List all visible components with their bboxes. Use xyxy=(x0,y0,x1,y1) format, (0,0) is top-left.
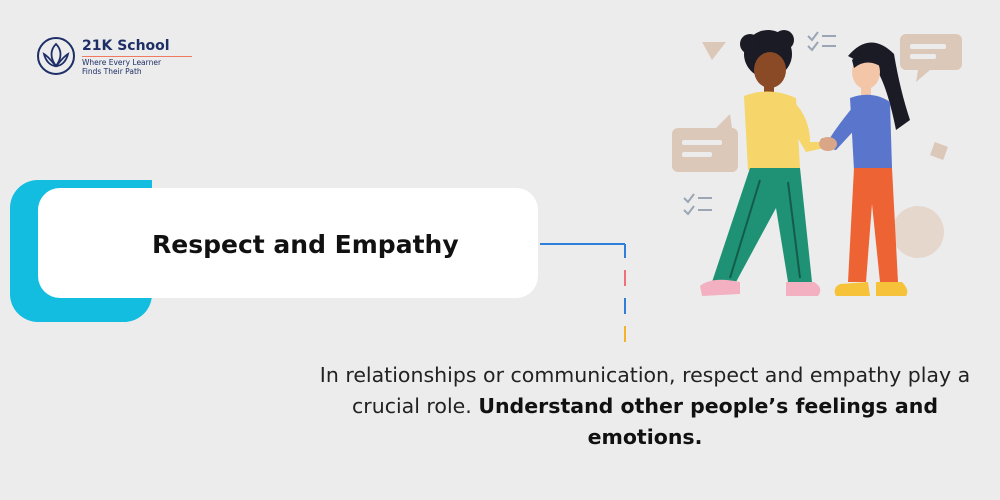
checklist-icon xyxy=(807,31,836,52)
woman-blue-sweater xyxy=(826,42,910,296)
section-title: Respect and Empathy xyxy=(152,230,459,259)
lotus-logo-icon xyxy=(37,37,75,75)
description-emphasis: Understand other people’s feelings and e… xyxy=(478,394,938,449)
triangle-decoration-icon xyxy=(702,42,726,60)
brand-tagline-line2: Finds Their Path xyxy=(82,67,142,76)
description: In relationships or communication, respe… xyxy=(300,360,990,453)
brand-tagline: Where Every Learner Finds Their Path xyxy=(82,56,192,76)
brand-tagline-line1: Where Every Learner xyxy=(82,58,162,67)
brand-logo: 21K School Where Every Learner Finds The… xyxy=(36,36,192,80)
speech-bubble-icon xyxy=(900,34,962,82)
circle-decoration-icon xyxy=(892,206,944,258)
handshake-illustration xyxy=(672,30,962,296)
checklist-icon xyxy=(683,193,712,216)
section-card xyxy=(38,188,538,298)
section-number: 5 xyxy=(57,202,80,240)
speech-bubble-icon xyxy=(672,114,738,172)
handshake-icon xyxy=(819,137,837,151)
woman-yellow-sweater xyxy=(700,30,832,296)
connector-line xyxy=(540,243,626,342)
brand-name: 21K School xyxy=(82,38,170,54)
description-text: In relationships or communication, respe… xyxy=(319,363,971,418)
